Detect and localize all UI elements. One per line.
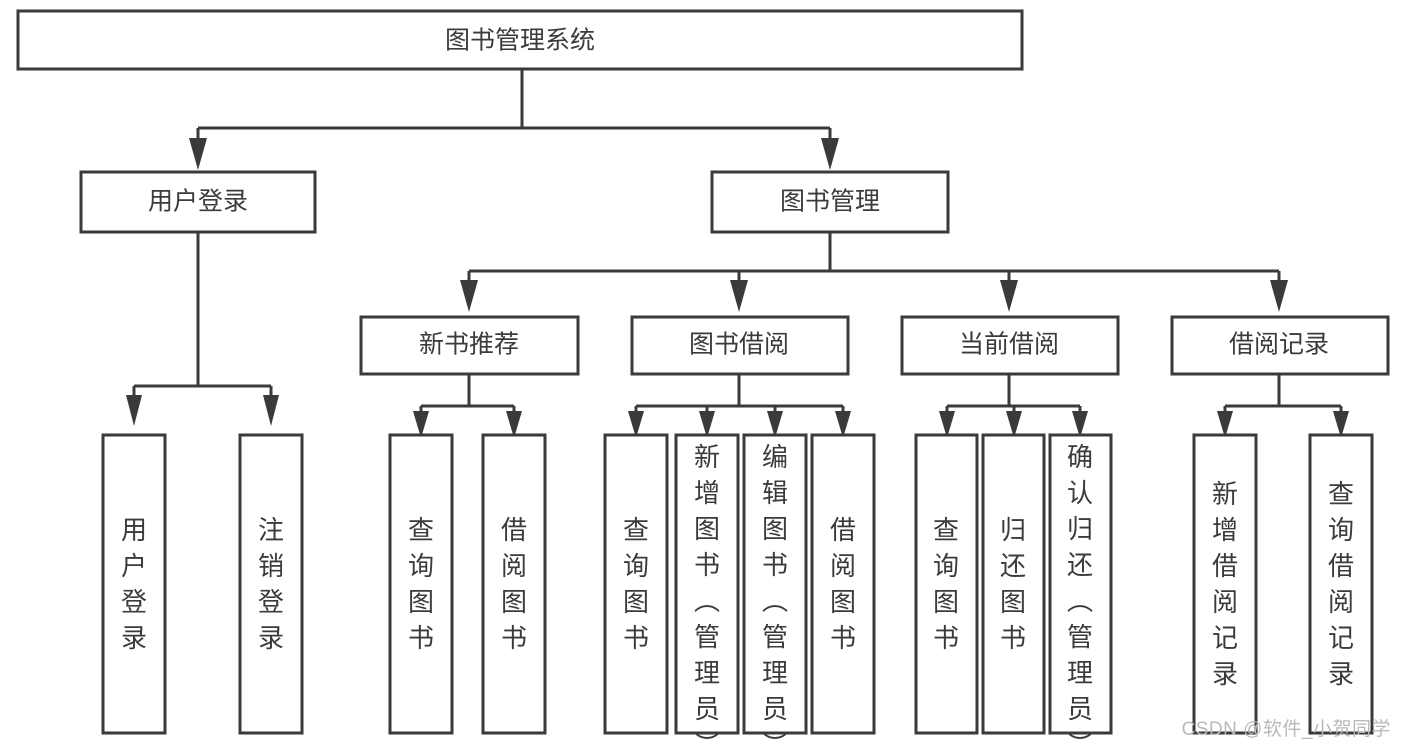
- arrow-head-current-borrow-leaf-2: [1072, 411, 1088, 438]
- leaf-book-borrow-2-box[interactable]: [742, 433, 808, 735]
- leaf-current-borrow-2-label: 确认归还︵管理员︶: [1067, 442, 1093, 747]
- connector-group-book-borrow: [628, 374, 851, 438]
- leaf-book-borrow-3[interactable]: 借阅图书: [810, 433, 876, 735]
- node-new-book-recommend-label: 新书推荐: [419, 331, 519, 359]
- leaf-current-borrow-0[interactable]: 查询图书: [914, 433, 979, 735]
- leaf-user-login-0-label: 用户登录: [121, 515, 147, 653]
- arrow-head-book-borrow: [730, 280, 748, 312]
- node-root-label: 图书管理系统: [445, 27, 595, 55]
- arrow-head-borrow-record: [1270, 280, 1288, 312]
- arrow-head-new-book-recommend: [460, 280, 478, 312]
- node-user-login-label: 用户登录: [148, 188, 248, 216]
- leaf-user-login-1-label: 注销登录: [258, 515, 284, 653]
- node-book-management[interactable]: 图书管理: [710, 170, 950, 234]
- node-book-borrow-box[interactable]: [630, 315, 850, 376]
- node-current-borrow-label: 当前借阅: [959, 331, 1059, 359]
- leaf-borrow-record-0-label: 新增借阅记录: [1212, 479, 1238, 689]
- node-book-borrow[interactable]: 图书借阅: [630, 315, 850, 376]
- arrow-head-book-borrow-leaf-1: [699, 411, 715, 438]
- leaf-borrow-record-1-label: 查询借阅记录: [1328, 479, 1354, 689]
- arrow-head-user-login-leaf-0: [126, 395, 142, 426]
- leaf-new-book-recommend-0-label: 查询图书: [408, 515, 434, 653]
- leaf-user-login-1[interactable]: 注销登录: [238, 433, 304, 735]
- node-new-book-recommend-box[interactable]: [359, 315, 580, 376]
- arrow-head-user-login-leaf-1: [263, 395, 279, 426]
- node-book-borrow-label: 图书借阅: [689, 331, 789, 359]
- leaf-borrow-record-1-box[interactable]: [1308, 433, 1374, 735]
- node-borrow-record[interactable]: 借阅记录: [1170, 315, 1390, 376]
- leaf-current-borrow-2-box[interactable]: [1048, 433, 1113, 735]
- node-book-management-box[interactable]: [710, 170, 950, 234]
- leaf-book-borrow-0[interactable]: 查询图书: [603, 433, 669, 735]
- leaf-borrow-record-0-box[interactable]: [1192, 433, 1258, 735]
- leaf-book-borrow-1-box[interactable]: [674, 433, 740, 735]
- leaf-book-borrow-0-box[interactable]: [603, 433, 669, 735]
- connector-group-current-borrow: [939, 374, 1088, 438]
- leaf-book-borrow-2-label: 编辑图书︵管理员︶: [762, 442, 788, 747]
- arrow-head-new-book-leaf-0: [413, 411, 429, 438]
- node-current-borrow-box[interactable]: [900, 315, 1120, 376]
- connector-group-user-login: [126, 232, 279, 426]
- leaf-new-book-recommend-1[interactable]: 借阅图书: [481, 433, 547, 735]
- leaf-book-borrow-2[interactable]: 编辑图书︵管理员︶: [742, 433, 808, 747]
- arrow-head-book-borrow-leaf-0: [628, 411, 644, 438]
- leaf-new-book-recommend-0[interactable]: 查询图书: [388, 433, 454, 735]
- arrow-head-current-borrow: [1000, 280, 1018, 312]
- arrow-head-new-book-leaf-1: [506, 411, 522, 438]
- leaf-user-login-0[interactable]: 用户登录: [101, 433, 167, 735]
- leaf-book-borrow-1-label: 新增图书︵管理员︶: [694, 442, 720, 747]
- leaf-book-borrow-1[interactable]: 新增图书︵管理员︶: [674, 433, 740, 747]
- leaf-current-borrow-0-label: 查询图书: [933, 515, 959, 653]
- leaf-new-book-recommend-0-box[interactable]: [388, 433, 454, 735]
- leaf-current-borrow-1[interactable]: 归还图书: [981, 433, 1046, 735]
- leaf-current-borrow-1-label: 归还图书: [1000, 515, 1026, 653]
- node-new-book-recommend[interactable]: 新书推荐: [359, 315, 580, 376]
- node-root-box[interactable]: [16, 9, 1024, 71]
- arrow-head-user-login: [189, 138, 207, 170]
- leaf-user-login-1-box[interactable]: [238, 433, 304, 735]
- leaf-user-login-0-box[interactable]: [101, 433, 167, 735]
- leaf-borrow-record-1[interactable]: 查询借阅记录: [1308, 433, 1374, 735]
- connector-group-book-management: [460, 232, 1288, 312]
- arrow-head-book-mgmt: [821, 138, 839, 170]
- leaf-new-book-recommend-1-label: 借阅图书: [501, 515, 527, 653]
- node-borrow-record-box[interactable]: [1170, 315, 1390, 376]
- connector-group-borrow-record: [1217, 374, 1349, 438]
- leaf-current-borrow-1-box[interactable]: [981, 433, 1046, 735]
- node-root[interactable]: 图书管理系统: [16, 9, 1024, 71]
- node-user-login[interactable]: 用户登录: [79, 170, 317, 234]
- leaf-new-book-recommend-1-box[interactable]: [481, 433, 547, 735]
- connector-group-root: [189, 69, 839, 170]
- leaf-book-borrow-3-box[interactable]: [810, 433, 876, 735]
- leaf-current-borrow-2[interactable]: 确认归还︵管理员︶: [1048, 433, 1113, 747]
- node-book-management-label: 图书管理: [780, 188, 880, 216]
- arrow-head-book-borrow-leaf-3: [835, 411, 851, 438]
- leaf-borrow-record-0[interactable]: 新增借阅记录: [1192, 433, 1258, 735]
- arrow-head-book-borrow-leaf-2: [767, 411, 783, 438]
- node-current-borrow[interactable]: 当前借阅: [900, 315, 1120, 376]
- arrow-head-current-borrow-leaf-0: [939, 411, 955, 438]
- leaf-book-borrow-3-label: 借阅图书: [830, 515, 856, 653]
- node-borrow-record-label: 借阅记录: [1229, 331, 1329, 359]
- leaf-current-borrow-0-box[interactable]: [914, 433, 979, 735]
- arrow-head-borrow-record-leaf-0: [1217, 411, 1233, 438]
- arrow-head-borrow-record-leaf-1: [1333, 411, 1349, 438]
- leaf-book-borrow-0-label: 查询图书: [623, 515, 649, 653]
- arrow-head-current-borrow-leaf-1: [1006, 411, 1022, 438]
- connector-group-new-book-recommend: [413, 374, 522, 438]
